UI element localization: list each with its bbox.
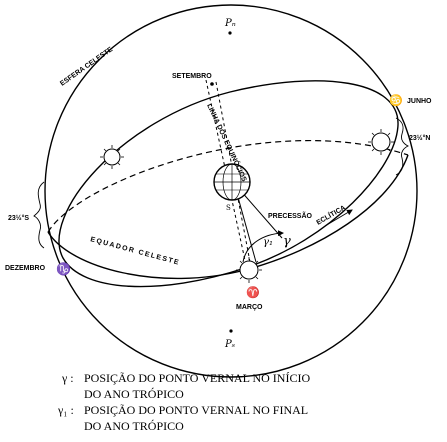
- equinox-line: [205, 79, 247, 266]
- south-pole-dot: [229, 329, 233, 333]
- march-label: MARÇO: [236, 304, 263, 311]
- june-angle-label: 23½°N: [409, 134, 430, 142]
- june-sign-icon: ♋: [389, 94, 403, 107]
- precession-label: PRECESSÃO: [268, 211, 313, 220]
- celestial-equator-label: EQUADOR CELESTE: [89, 236, 180, 267]
- september-label: SETEMBRO: [172, 73, 212, 80]
- north-pole-label: Pₙ: [224, 18, 236, 29]
- gamma1-symbol: γ₁: [263, 237, 273, 248]
- legend-text-gamma1-line2: DO ANO TRÓPICO: [84, 419, 184, 433]
- gamma-symbol: γ: [283, 234, 291, 249]
- december-angle-label: 23½°S: [8, 214, 29, 222]
- legend: γ : POSIÇÃO DO PONTO VERNAL NO INÍCIO DO…: [57, 371, 310, 433]
- legend-text-gamma-line2: DO ANO TRÓPICO: [84, 387, 184, 401]
- ecliptic-front: [58, 80, 399, 288]
- north-pole-dot: [228, 31, 232, 35]
- ecliptic-arrow: [324, 209, 353, 227]
- march-sign-icon: ♈: [246, 286, 260, 299]
- celestial-equator-back: [47, 140, 409, 233]
- legend-symbol-gamma1: γ₁ :: [57, 403, 74, 417]
- legend-text-gamma1-line1: POSIÇÃO DO PONTO VERNAL NO FINAL: [84, 403, 308, 417]
- sun-september-icon: [100, 145, 124, 169]
- south-pole-label: Pₛ: [224, 339, 235, 350]
- legend-symbol-gamma: γ :: [61, 371, 74, 385]
- precession-ray-2: [239, 189, 283, 239]
- precession-ray: [235, 189, 257, 263]
- celestial-sphere-label: ESFERA CELESTE: [59, 46, 114, 88]
- december-sign-icon: ♑: [56, 262, 71, 276]
- celestial-sphere-outline: [44, 4, 418, 378]
- legend-text-gamma-line1: POSIÇÃO DO PONTO VERNAL NO INÍCIO: [84, 371, 310, 385]
- sun-june-icon: [368, 129, 394, 155]
- june-declination-bracket: [395, 117, 410, 176]
- earth-south-label: S: [226, 204, 231, 212]
- december-label: DEZEMBRO: [5, 265, 46, 272]
- september-point-dot: [210, 82, 214, 86]
- earth-globe: [213, 163, 251, 201]
- december-declination-bracket: [33, 181, 45, 249]
- sun-march-icon: [236, 257, 262, 283]
- june-label: JUNHO: [407, 98, 432, 105]
